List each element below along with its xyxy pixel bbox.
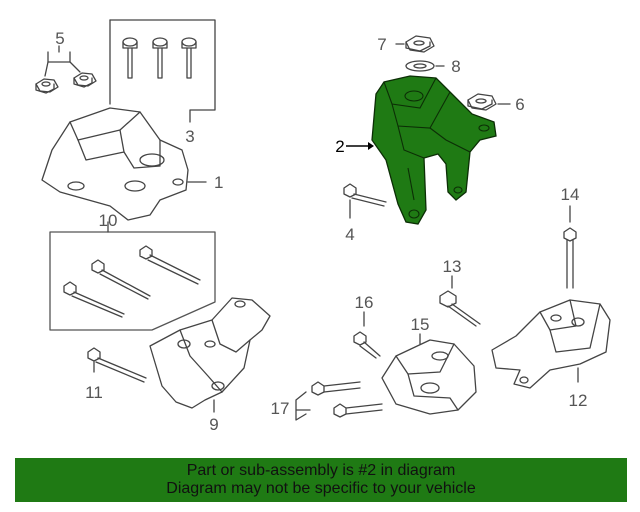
banner-line-2: Diagram may not be specific to your vehi… <box>166 480 476 497</box>
callout-6: 6 <box>515 95 524 114</box>
part-15-mount[interactable] <box>381 333 477 415</box>
part-5-nuts[interactable] <box>35 45 97 94</box>
part-6-nut[interactable] <box>467 93 511 111</box>
part-9-bracket[interactable] <box>149 297 271 413</box>
callout-2: 2 <box>335 137 344 156</box>
callout-13: 13 <box>443 257 462 276</box>
part-1-engine-mount[interactable] <box>41 107 207 221</box>
part-16-bolt[interactable] <box>353 311 381 359</box>
callout-9: 9 <box>209 415 218 434</box>
part-8-washer[interactable] <box>405 60 445 72</box>
parts-diagram: 5 3 1 10 11 9 7 8 6 2 4 14 13 16 15 12 1… <box>35 19 611 434</box>
part-13-bolt[interactable] <box>439 275 481 327</box>
banner-line-1: Part or sub-assembly is #2 in diagram <box>186 462 456 479</box>
callout-5: 5 <box>55 29 64 48</box>
part-12-rear-mount[interactable] <box>491 299 611 389</box>
part-14-bolt[interactable] <box>563 205 577 289</box>
part-3-bolts[interactable] <box>109 19 216 123</box>
callout-12: 12 <box>569 391 588 410</box>
part-7-nut[interactable] <box>395 35 435 53</box>
callout-16: 16 <box>355 293 374 312</box>
callout-14: 14 <box>561 185 580 204</box>
callout-15: 15 <box>411 315 430 334</box>
callout-1: 1 <box>214 173 223 192</box>
callout-3: 3 <box>185 127 194 146</box>
part-2-highlighted-bracket[interactable] <box>346 75 497 225</box>
callout-7: 7 <box>377 35 386 54</box>
part-17-bolts[interactable] <box>295 381 383 421</box>
part-11-bolt[interactable] <box>87 347 147 383</box>
part-4-bolt[interactable] <box>343 183 387 219</box>
callout-4: 4 <box>345 225 354 244</box>
part-10-bolts[interactable] <box>49 221 216 331</box>
callout-11: 11 <box>85 383 103 402</box>
info-banner: Part or sub-assembly is #2 in diagram Di… <box>15 458 627 502</box>
callout-17: 17 <box>271 399 290 418</box>
callout-10: 10 <box>99 211 118 230</box>
callout-8: 8 <box>451 57 460 76</box>
